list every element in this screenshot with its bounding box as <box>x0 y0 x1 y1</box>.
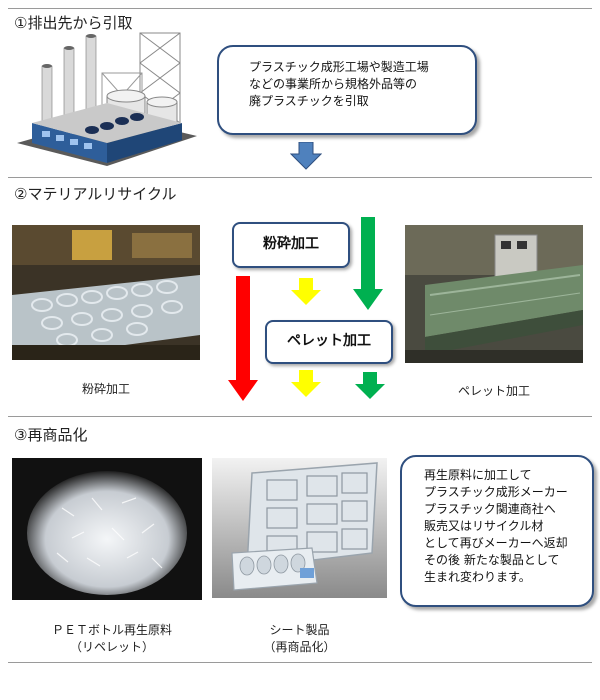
pelletizing-caption: ペレット加工 <box>457 384 530 398</box>
sheet-caption: シート製品 （再商品化） <box>212 622 387 656</box>
sheet-caption-line: シート製品 <box>269 623 330 637</box>
section3-callout-line: 再生原料に加工して <box>424 468 532 482</box>
section3-title: ③再商品化 <box>14 426 88 444</box>
divider-2 <box>8 416 592 417</box>
sheet-product-photo <box>212 458 387 598</box>
section3-callout: 再生原料に加工して プラスチック成形メーカー プラスチック関連商社へ 販売又はリ… <box>400 455 594 607</box>
section3-callout-line: プラスチック成形メーカー <box>424 485 568 499</box>
section3-callout-line: プラスチック関連商社へ <box>424 502 556 516</box>
crushing-box: 粉砕加工 <box>232 222 350 268</box>
pelletizing-photo <box>405 225 583 363</box>
sheet-caption-line: （再商品化） <box>263 640 336 654</box>
section1-callout-line: 廃プラスチックを引取 <box>249 94 369 108</box>
yellow-arrow-icon <box>290 278 322 306</box>
down-arrow-blue-icon <box>290 142 322 170</box>
divider-bottom <box>8 662 592 663</box>
section3-callout-line: 生まれ変わります。 <box>424 570 531 584</box>
divider-1 <box>8 177 592 178</box>
pet-caption-line: （リペレット） <box>69 640 154 654</box>
pet-caption: ＰＥＴボトル再生原料 （リペレット） <box>12 622 212 656</box>
pet-caption-line: ＰＥＴボトル再生原料 <box>51 623 172 637</box>
section1-callout-line: プラスチック成形工場や製造工場 <box>249 60 429 74</box>
section1-callout: プラスチック成形工場や製造工場 などの事業所から規格外品等の 廃プラスチックを引… <box>217 45 477 135</box>
green-arrow-icon <box>354 372 386 400</box>
red-arrow-icon <box>228 276 258 402</box>
section3-callout-line: として再びメーカーへ返却 <box>424 536 568 550</box>
crushing-photo <box>12 225 200 360</box>
section1-title: ①排出先から引取 <box>14 14 133 32</box>
crushing-caption: 粉砕加工 <box>81 382 130 396</box>
section3-callout-line: その後 新たな製品として <box>424 553 560 567</box>
green-arrow-icon <box>352 217 384 311</box>
yellow-arrow-icon <box>290 370 322 398</box>
section3-callout-line: 販売又はリサイクル材 <box>424 519 544 533</box>
section1-callout-line: などの事業所から規格外品等の <box>249 77 418 91</box>
factory-illustration <box>12 28 202 168</box>
pet-flakes-photo <box>12 458 202 600</box>
pelletizing-box: ペレット加工 <box>265 320 393 364</box>
divider-top <box>8 8 592 9</box>
section2-title: ②マテリアルリサイクル <box>14 185 177 203</box>
